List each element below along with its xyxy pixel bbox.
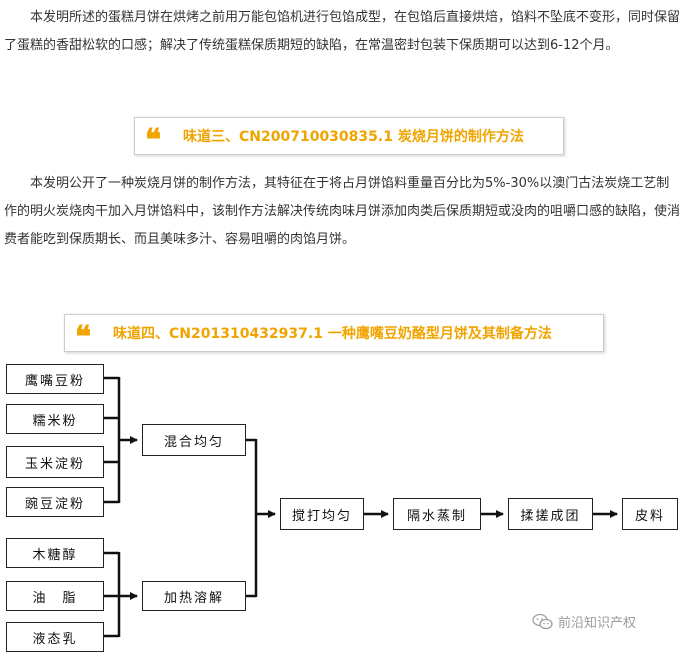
heading-box-flavor-four: ❝ 味道四、CN201310432937.1 一种鹰嘴豆奶酪型月饼及其制备方法 — [64, 314, 604, 355]
watermark-text: 前沿知识产权 — [558, 616, 637, 631]
heading-flavor-four: 味道四、CN201310432937.1 一种鹰嘴豆奶酪型月饼及其制备方法 — [113, 326, 552, 342]
quote-icon: ❝ — [145, 123, 162, 158]
flow-box-corn-starch: 玉米淀粉 — [6, 446, 104, 478]
flow-box-knead-dough: 揉搓成团 — [508, 498, 593, 530]
heading-box-flavor-three: ❝ 味道三、CN200710030835.1 炭烧月饼的制作方法 — [134, 117, 564, 158]
flow-box-chickpea-flour: 鹰嘴豆粉 — [6, 364, 104, 394]
flow-box-beat-evenly: 搅打均匀 — [280, 498, 364, 530]
flow-box-heat-dissolve: 加热溶解 — [142, 581, 246, 611]
watermark: 前沿知识产权 — [532, 612, 636, 631]
flow-box-skin-material: 皮料 — [622, 498, 678, 530]
flow-box-steam: 隔水蒸制 — [393, 498, 481, 530]
flow-box-liquid-milk: 液态乳 — [6, 622, 104, 652]
flow-box-pea-starch: 豌豆淀粉 — [6, 487, 104, 517]
paragraph-cake-mooncake: 本发明所述的蛋糕月饼在烘烤之前用万能包馅机进行包馅成型，在包馅后直接烘焙，馅料不… — [4, 10, 681, 53]
quote-icon: ❝ — [75, 320, 92, 355]
flow-box-oil-fat: 油 脂 — [6, 581, 104, 611]
flow-box-xylitol: 木糖醇 — [6, 538, 104, 568]
heading-flavor-three: 味道三、CN200710030835.1 炭烧月饼的制作方法 — [183, 129, 524, 145]
paragraph-charcoal-mooncake: 本发明公开了一种炭烧月饼的制作方法，其特征在于将占月饼馅料重量百分比为5%-30… — [4, 176, 681, 247]
flow-box-glutinous-rice-flour: 糯米粉 — [6, 404, 104, 434]
flow-box-mix-evenly: 混合均匀 — [142, 424, 246, 456]
wechat-icon — [532, 613, 553, 629]
